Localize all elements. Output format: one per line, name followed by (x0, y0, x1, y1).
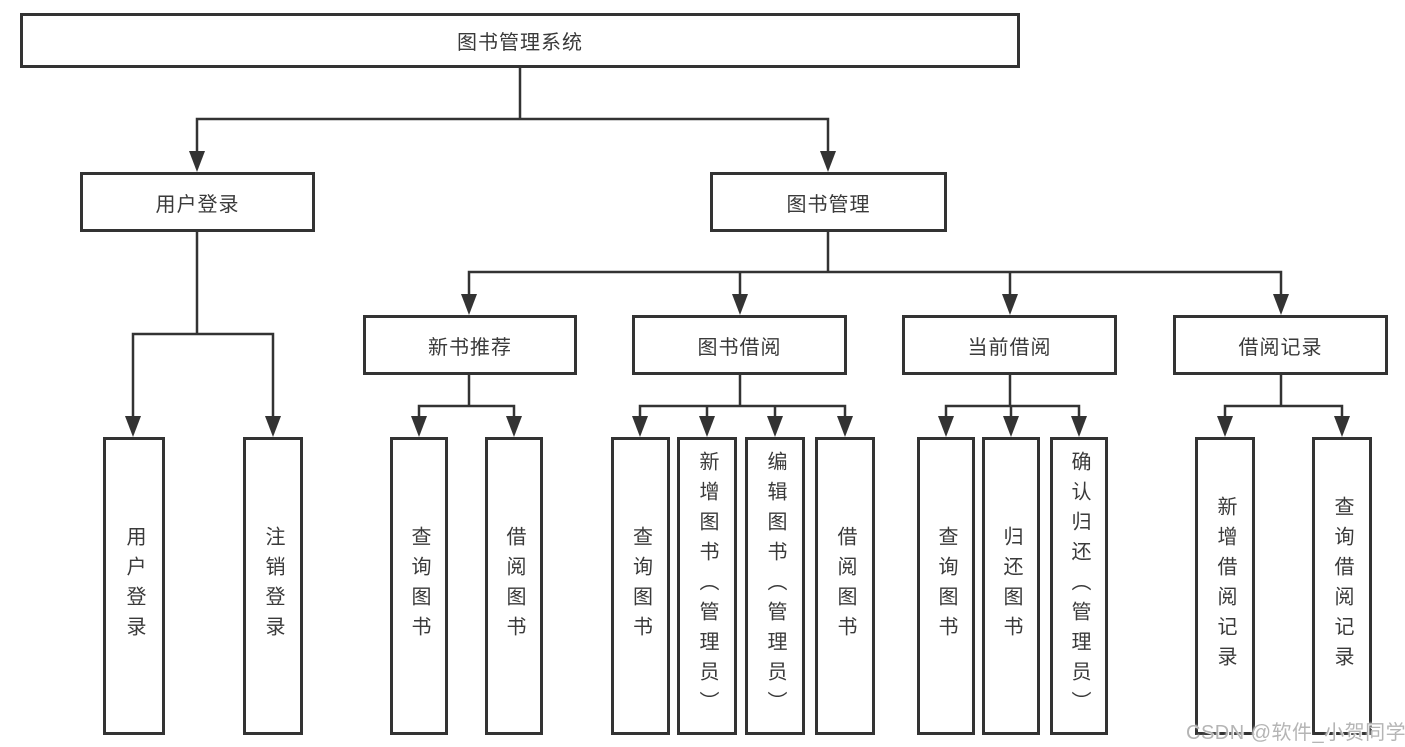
arrowhead (1003, 416, 1019, 437)
connector-new-book-rec-to-leaves (417, 373, 516, 420)
node-label: 借阅记录 (1238, 336, 1323, 359)
leaf-user-login: 用户登录 (103, 437, 165, 735)
arrowhead (732, 294, 748, 315)
arrowhead (265, 416, 281, 437)
node-root-system: 图书管理系统 (20, 13, 1020, 68)
arrowhead (1217, 416, 1233, 437)
node-label: 查询图书 (629, 526, 652, 646)
node-label: 归还图书 (1000, 526, 1022, 646)
arrowhead (1273, 294, 1289, 315)
leaf-confirm-return-admin: 确认归还（管理员） (1050, 437, 1108, 735)
leaf-edit-books-admin: 编辑图书（管理员） (745, 437, 805, 735)
node-label: 编辑图书（管理员） (764, 451, 786, 721)
connector-user-login-to-leaves (131, 230, 275, 420)
connector-borrow-records-to-leaves (1223, 373, 1344, 420)
node-label: 用户登录 (155, 193, 240, 216)
leaf-query-books-current: 查询图书 (917, 437, 975, 735)
leaf-add-books-admin: 新增图书（管理员） (677, 437, 737, 735)
leaf-query-books-borrowing: 查询图书 (611, 437, 670, 735)
leaf-logout: 注销登录 (243, 437, 303, 735)
arrowhead (1334, 416, 1350, 437)
arrowhead (820, 151, 836, 172)
leaf-return-books: 归还图书 (982, 437, 1040, 735)
arrowhead (411, 416, 427, 437)
leaf-add-borrow-record: 新增借阅记录 (1195, 437, 1255, 735)
arrowhead (767, 416, 783, 437)
node-label: 图书借阅 (697, 336, 782, 359)
node-label: 图书管理 (786, 193, 871, 216)
arrowhead (1071, 416, 1087, 437)
node-label: 注销登录 (262, 526, 284, 646)
node-current-borrowing: 当前借阅 (902, 315, 1117, 375)
arrowhead (837, 416, 853, 437)
arrowhead (506, 416, 522, 437)
arrowhead (632, 416, 648, 437)
node-borrowing-records: 借阅记录 (1173, 315, 1388, 375)
node-label: 查询借阅记录 (1331, 496, 1353, 676)
node-label: 查询图书 (935, 526, 957, 646)
csdn-watermark: CSDN @软件_小贺同学 (1186, 722, 1405, 744)
leaf-query-borrow-record: 查询借阅记录 (1312, 437, 1372, 735)
node-label: 新书推荐 (428, 336, 512, 359)
node-label: 借阅图书 (503, 526, 525, 646)
node-label: 图书管理系统 (457, 32, 583, 54)
node-label: 新增借阅记录 (1214, 496, 1236, 676)
connector-root-to-level2 (195, 66, 830, 155)
arrowhead (1002, 294, 1018, 315)
leaf-borrow-books-borrowing: 借阅图书 (815, 437, 875, 735)
arrowhead (461, 294, 477, 315)
connector-book-borrow-to-leaves (638, 373, 847, 420)
node-label: 确认归还（管理员） (1068, 451, 1090, 721)
arrowhead (938, 416, 954, 437)
node-label: 用户登录 (123, 526, 145, 646)
arrowhead (125, 416, 141, 437)
node-book-management: 图书管理 (710, 172, 947, 232)
node-user-login: 用户登录 (80, 172, 315, 232)
connector-current-borrow-to-leaves (944, 373, 1081, 420)
node-book-borrowing: 图书借阅 (632, 315, 847, 375)
node-label: 借阅图书 (834, 526, 856, 646)
node-label: 查询图书 (408, 526, 430, 646)
node-label: 当前借阅 (967, 336, 1052, 359)
node-label: 新增图书（管理员） (696, 451, 718, 721)
arrowhead (699, 416, 715, 437)
leaf-borrow-books-recommend: 借阅图书 (485, 437, 543, 735)
arrowhead (189, 151, 205, 172)
connector-book-mgmt-to-level3 (467, 230, 1283, 298)
node-new-book-recommend: 新书推荐 (363, 315, 577, 375)
leaf-query-books-recommend: 查询图书 (390, 437, 448, 735)
